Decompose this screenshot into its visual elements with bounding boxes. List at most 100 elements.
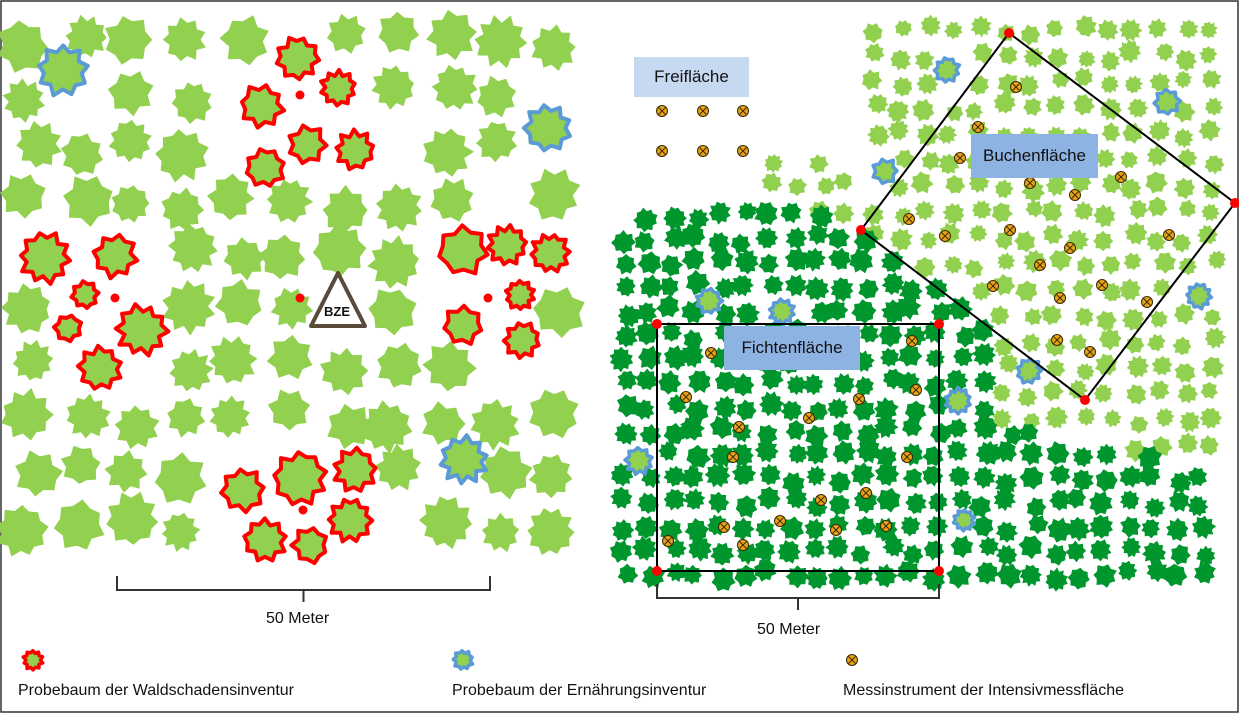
dark-tree <box>755 227 779 249</box>
dark-tree <box>826 299 849 321</box>
dark-tree <box>1026 497 1047 518</box>
sample-point-marker <box>295 90 305 100</box>
light-tree <box>16 121 62 168</box>
light-tree <box>2 78 46 123</box>
dark-tree <box>897 344 923 367</box>
light-tree <box>964 259 984 279</box>
waldschaden-sample-tree <box>19 231 73 286</box>
waldschaden-sample-tree <box>326 497 375 544</box>
dark-tree <box>902 544 924 565</box>
light-tree <box>267 389 311 431</box>
dark-tree <box>661 254 684 277</box>
dark-tree <box>704 462 731 488</box>
dark-tree <box>832 420 853 442</box>
dark-tree <box>617 394 641 418</box>
dark-tree <box>611 519 635 542</box>
ernaehrung-sample-tree <box>951 508 977 533</box>
light-tree <box>66 393 111 439</box>
light-tree <box>531 24 576 71</box>
light-tree <box>1073 94 1096 116</box>
light-tree <box>1044 406 1069 429</box>
dark-tree <box>880 250 905 273</box>
dark-tree <box>803 373 824 396</box>
light-tree <box>997 252 1016 271</box>
waldschaden-sample-tree <box>240 83 287 130</box>
measuring-instrument-icon <box>705 347 717 359</box>
light-tree <box>1205 97 1224 116</box>
dark-tree <box>709 444 736 468</box>
dark-tree <box>785 487 808 509</box>
dark-tree <box>947 440 968 462</box>
scale-bracket-right <box>656 584 940 610</box>
dark-tree <box>1019 441 1044 466</box>
light-tree <box>1023 97 1042 117</box>
buchenflaeche-text: Buchenfläche <box>982 146 1087 165</box>
light-tree <box>862 23 883 44</box>
dark-tree <box>955 326 977 348</box>
dark-tree <box>996 563 1022 589</box>
dark-tree <box>804 276 830 301</box>
dark-tree <box>637 492 659 514</box>
dark-tree <box>634 231 655 253</box>
light-tree <box>480 446 533 500</box>
measuring-instrument-icon <box>1163 229 1175 241</box>
light-tree <box>1123 252 1142 271</box>
light-tree <box>528 454 573 499</box>
measuring-instrument-icon <box>853 393 865 405</box>
light-tree <box>529 389 579 439</box>
light-tree <box>937 125 958 145</box>
light-tree <box>912 98 935 122</box>
light-tree <box>943 255 963 275</box>
light-tree <box>104 450 148 493</box>
dark-tree <box>929 422 951 444</box>
dark-tree <box>1163 563 1188 587</box>
dark-tree <box>855 515 877 536</box>
light-tree <box>1097 19 1119 41</box>
light-tree <box>209 336 258 384</box>
measuring-instrument-icon <box>1004 224 1016 236</box>
ernaehrung-sample-tree <box>943 385 972 416</box>
dark-tree <box>631 535 657 561</box>
dark-tree <box>951 488 972 510</box>
light-tree <box>917 123 940 147</box>
light-tree <box>942 202 965 225</box>
light-tree <box>1200 21 1218 39</box>
dark-tree <box>786 374 807 396</box>
light-tree <box>1151 355 1173 376</box>
light-tree <box>1101 122 1121 142</box>
dark-tree <box>972 515 994 537</box>
dark-tree <box>1072 446 1094 468</box>
dark-tree <box>663 422 688 445</box>
dark-tree <box>880 347 900 367</box>
light-tree <box>1075 307 1094 327</box>
light-tree <box>527 508 575 555</box>
light-tree <box>1043 223 1064 245</box>
center-marks-layer <box>110 90 493 515</box>
ernaehrung-sample-tree <box>521 103 572 153</box>
light-tree <box>1174 70 1193 89</box>
dark-tree <box>663 345 689 371</box>
dark-tree <box>656 294 680 318</box>
light-tree <box>1049 250 1073 272</box>
light-tree <box>312 223 367 276</box>
legend-text-messinstrument: Messinstrument der Intensivmessfläche <box>843 682 1124 699</box>
light-tree <box>1119 19 1143 42</box>
light-tree <box>1078 50 1096 68</box>
light-tree <box>969 224 988 242</box>
light-tree <box>1069 333 1087 352</box>
dark-tree <box>711 567 736 592</box>
measuring-instrument-icon <box>718 521 730 533</box>
dark-tree <box>1090 539 1112 562</box>
plot-outline-layer <box>652 28 1239 576</box>
light-tree <box>1177 383 1198 404</box>
light-tree <box>1172 336 1192 356</box>
dark-tree <box>635 302 658 324</box>
measuring-instrument-icon <box>906 335 918 347</box>
dark-tree <box>948 296 973 321</box>
dark-tree <box>926 515 949 538</box>
dark-tree <box>850 545 871 565</box>
light-tree <box>1126 355 1150 379</box>
light-tree <box>1072 278 1094 300</box>
dark-tree <box>731 275 754 297</box>
bze-triangle-icon <box>309 271 367 328</box>
